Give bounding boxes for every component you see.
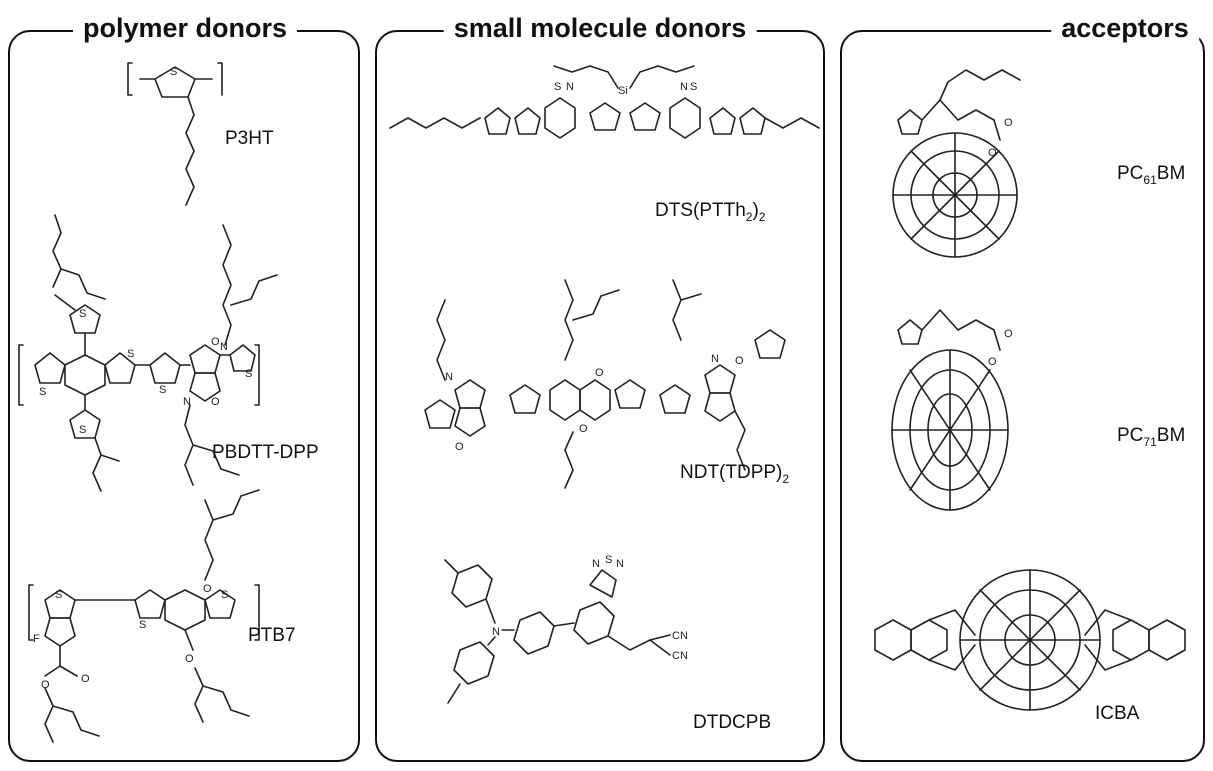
pbdtt-o2: O (211, 396, 220, 408)
ptb7-o1: O (203, 583, 212, 595)
ptb7-o3: O (41, 679, 50, 691)
dts-ptth2-2-label: DTS(PTTh2)2 (655, 200, 766, 224)
pc61bm-o2: O (1004, 117, 1013, 129)
pbdtt-dpp-label: PBDTT-DPP (212, 442, 319, 463)
ptb7-o4: O (185, 653, 194, 665)
icba-label: ICBA (1095, 703, 1140, 724)
dtdcpb-cn1: CN (672, 630, 688, 642)
p3ht-sulfur: S (170, 66, 177, 78)
dts-si: Si (618, 85, 628, 97)
ndt-tdpp-2-label: NDT(TDPP)2 (680, 462, 790, 486)
dts-n2: N (680, 81, 688, 93)
ptb7-o2: O (81, 673, 90, 685)
ptb7-s2: S (139, 619, 146, 631)
dts-s1: S (554, 81, 561, 93)
ndt-tdpp-2-structure: O O N N O O (424, 279, 786, 489)
ptb7-s1: S (55, 589, 62, 601)
dtdcpb-n2: N (592, 558, 600, 570)
ptb7-structure: O S F O O S S O (28, 489, 260, 743)
ndt-n2: N (711, 353, 719, 365)
ptb7-s3: S (221, 589, 228, 601)
ndt-o2: O (579, 423, 588, 435)
ndt-o3: O (455, 441, 464, 453)
pbdtt-s5: S (159, 384, 166, 396)
pc71bm-o2: O (1004, 328, 1013, 340)
small-molecule-donors-title: small molecule donors (443, 8, 757, 48)
dtdcpb-label: DTDCPB (693, 712, 772, 733)
p3ht-label: P3HT (225, 128, 274, 149)
pc71bm-o1: O (988, 356, 997, 368)
pc61bm-label: PC61BM (1117, 163, 1186, 187)
dtdcpb-n3: N (616, 558, 624, 570)
p3ht-structure: S (127, 62, 223, 206)
pbdtt-n1: N (220, 341, 228, 353)
ptb7-label: PTB7 (248, 625, 296, 646)
ptb7-f: F (33, 633, 40, 645)
acceptors-title: acceptors (1051, 8, 1199, 48)
pbdtt-s3: S (79, 308, 86, 320)
polymer-donors-title: polymer donors (72, 8, 298, 48)
pc71bm-structure: O O (891, 309, 1013, 511)
pbdtt-n2: N (183, 396, 191, 408)
pbdtt-o1: O (211, 336, 220, 348)
dtdcpb-structure: N N S N CN CN (444, 554, 688, 704)
ndt-o4: O (735, 355, 744, 367)
ndt-n1: N (445, 371, 453, 383)
pbdtt-s1: S (39, 386, 46, 398)
dtdcpb-s: S (605, 554, 612, 566)
dtdcpb-n1: N (492, 626, 500, 638)
dts-ptth2-2-structure: S N N S Si (389, 65, 820, 139)
pbdtt-s6: S (245, 368, 252, 380)
pc71bm-label: PC71BM (1117, 425, 1186, 449)
pbdtt-s4: S (79, 424, 86, 436)
pc61bm-structure: O O (892, 69, 1021, 258)
pbdtt-s2: S (127, 348, 134, 360)
pc61bm-o1: O (988, 147, 997, 159)
dtdcpb-cn2: CN (672, 650, 688, 662)
dts-s2: S (690, 81, 697, 93)
acceptors-panel (840, 30, 1205, 762)
dts-n1: N (566, 81, 574, 93)
pbdtt-dpp-structure: S S S S S O O N N S (18, 214, 278, 492)
icba-structure (874, 569, 1186, 711)
ndt-o1: O (595, 367, 604, 379)
